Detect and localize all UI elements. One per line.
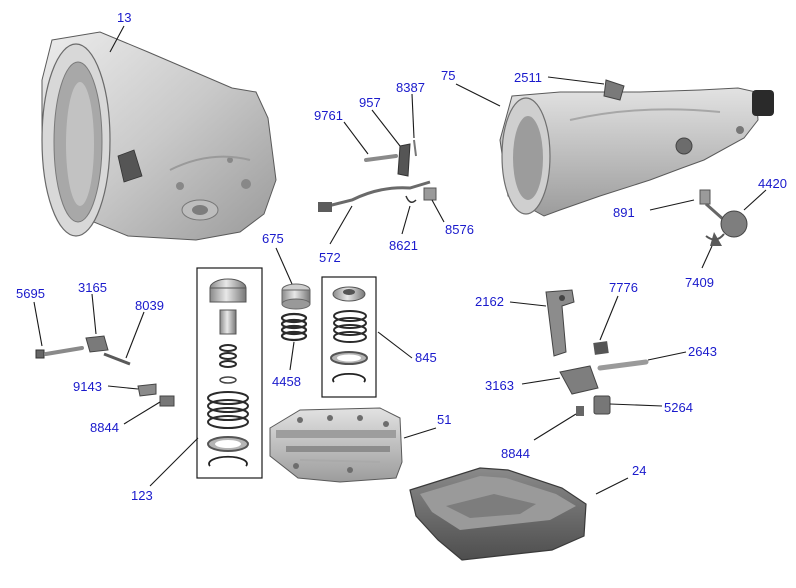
callout-75[interactable]: 75 <box>441 68 455 83</box>
extension-housing <box>499 79 774 217</box>
callout-9761[interactable]: 9761 <box>314 108 343 123</box>
accumulator-piston <box>280 283 311 342</box>
callout-3163[interactable]: 3163 <box>485 378 514 393</box>
callout-51[interactable]: 51 <box>437 412 451 427</box>
callout-675[interactable]: 675 <box>262 231 284 246</box>
servo-kit-box-large <box>196 267 263 479</box>
park-pawl-parts <box>545 289 649 416</box>
callout-7776[interactable]: 7776 <box>609 280 638 295</box>
callout-2511[interactable]: 2511 <box>514 70 542 85</box>
callout-5695[interactable]: 5695 <box>16 286 45 301</box>
valve-body <box>269 407 403 483</box>
callout-891[interactable]: 891 <box>613 205 635 220</box>
callout-5264[interactable]: 5264 <box>664 400 693 415</box>
callout-4420[interactable]: 4420 <box>758 176 787 191</box>
band-linkage-parts <box>35 335 175 407</box>
callout-8621[interactable]: 8621 <box>389 238 418 253</box>
callout-2643[interactable]: 2643 <box>688 344 717 359</box>
callout-24[interactable]: 24 <box>632 463 646 478</box>
callout-2162[interactable]: 2162 <box>475 294 504 309</box>
servo-kit-box <box>321 276 377 398</box>
callout-8387[interactable]: 8387 <box>396 80 425 95</box>
callout-3165[interactable]: 3165 <box>78 280 107 295</box>
callout-7409[interactable]: 7409 <box>685 275 714 290</box>
callout-957[interactable]: 957 <box>359 95 381 110</box>
callout-8576[interactable]: 8576 <box>445 222 474 237</box>
callout-845[interactable]: 845 <box>415 350 437 365</box>
callout-8844-left[interactable]: 8844 <box>90 420 119 435</box>
shift-linkage <box>318 139 437 212</box>
oil-pan <box>409 467 587 561</box>
callout-4458[interactable]: 4458 <box>272 374 301 389</box>
callout-572[interactable]: 572 <box>319 250 341 265</box>
speedometer-pinion <box>699 189 748 246</box>
callout-13[interactable]: 13 <box>117 10 131 25</box>
callout-8844-right[interactable]: 8844 <box>501 446 530 461</box>
callout-labels: 13 75 2511 4420 891 7409 9761 957 8387 5… <box>16 10 787 503</box>
transmission-case <box>41 31 277 241</box>
leader-lines <box>33 25 767 495</box>
callout-123[interactable]: 123 <box>131 488 153 503</box>
callout-9143[interactable]: 9143 <box>73 379 102 394</box>
callout-8039[interactable]: 8039 <box>135 298 164 313</box>
